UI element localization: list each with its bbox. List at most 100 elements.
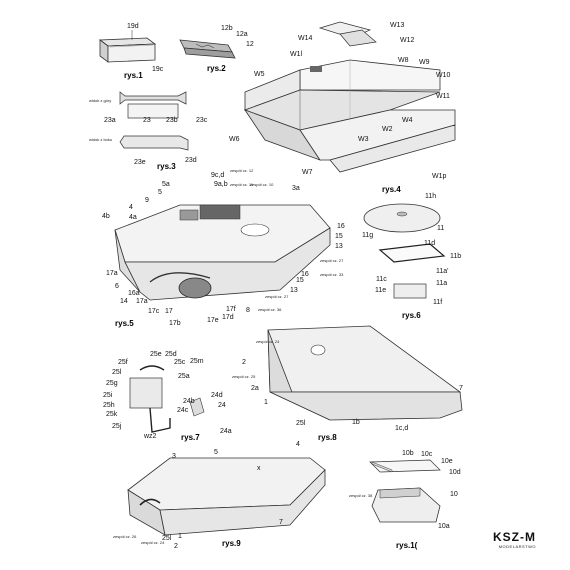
- fig7-label-25h: 25h: [103, 402, 115, 409]
- fig8-label-2: 2: [242, 359, 246, 366]
- fig8-label-2a: 2a: [251, 385, 259, 392]
- fig7-label-25e: 25e: [150, 351, 162, 358]
- fig4-label-1p: W1p: [432, 173, 447, 180]
- fig5-note-12: zespół cz. 12: [230, 168, 254, 173]
- fig2-label-2: 12a: [236, 31, 248, 38]
- fig5-title: rys.5: [115, 319, 134, 328]
- fig6-label-11g: 11g: [362, 232, 373, 239]
- fig7-label-25d: 25d: [165, 351, 177, 358]
- fig9-label-2: 2: [174, 543, 178, 550]
- fig3-label-c: 23c: [196, 117, 208, 124]
- fig5-label-4b: 4b: [102, 213, 110, 220]
- fig5-label-16a: 16a: [128, 290, 140, 297]
- fig-2-cover: 12b 12a 12 rys.2: [179, 25, 254, 73]
- fig5-label-14: 14: [120, 298, 128, 305]
- fig4-label-11: W11: [436, 93, 450, 100]
- fig4-label-2: W2: [382, 126, 393, 133]
- fig4-title: rys.4: [382, 185, 401, 194]
- fig1-label-2: 19c: [152, 66, 164, 73]
- fig4-label-3: W3: [358, 136, 369, 143]
- fig8-note-24: zespół cz. 24: [256, 339, 280, 344]
- fig10-label-10a: 10a: [438, 523, 450, 530]
- brand-subtitle: MODELARSTWO: [498, 544, 536, 549]
- fig7-label-24a: 24a: [220, 428, 232, 435]
- fig3-note-side: widok z boku: [89, 137, 112, 142]
- fig2-label-1: 12b: [221, 25, 233, 32]
- brand-logo-text: KSZ-M: [493, 530, 536, 544]
- fig5-label-9cd: 9c,d: [211, 172, 224, 179]
- fig-4-superstructure: W13 W14 W12 W1l W5 W8 W9 W10 W11 W4 W2 W…: [229, 21, 456, 194]
- fig5-label-17d: 17d: [222, 314, 234, 321]
- fig9-title: rys.9: [222, 539, 241, 548]
- fig5-label-9ab: 9a,b: [214, 181, 228, 188]
- fig5-label-4: 4: [129, 204, 133, 211]
- fig7-label-24d: 24d: [211, 392, 223, 399]
- fig4-label-5: W5: [254, 71, 265, 78]
- fig4-label-6: W6: [229, 136, 240, 143]
- fig3-label-d: 23d: [185, 157, 197, 164]
- fig-1-box: 19d 19c rys.1: [98, 23, 164, 80]
- fig5-label-13: 13: [335, 243, 343, 250]
- fig5-label-4a: 4a: [129, 214, 137, 221]
- fig5-label-17: 17: [165, 308, 173, 315]
- fig3-label-a: 23a: [104, 117, 116, 124]
- fig6-label-11h: 11h: [425, 193, 436, 200]
- fig8-label-25l: 25l: [296, 420, 306, 427]
- fig6-label-11f: 11f: [433, 299, 442, 306]
- fig4-label-9: W9: [419, 59, 430, 66]
- fig9-note-26: zespół cz. 26: [113, 534, 137, 539]
- fig5-note-36: zespół cz. 36: [258, 307, 282, 312]
- fig-3-tube: widok z góry 23a 23 23b 23c widok z boku…: [89, 91, 208, 171]
- fig5-label-15: 15: [335, 233, 343, 240]
- fig6-label-11c: 11c: [376, 276, 387, 283]
- fig5-label-5a: 5a: [162, 181, 170, 188]
- fig5-label-3a: 3a: [292, 185, 300, 192]
- fig5-label-17a: 17a: [106, 270, 118, 277]
- fig3-note-top: widok z góry: [89, 98, 111, 103]
- fig5-label-17a-2: 17a: [136, 298, 148, 305]
- fig1-title: rys.1: [124, 71, 143, 80]
- brand-logo: KSZ-M MODELARSTWO: [460, 530, 536, 550]
- fig6-title: rys.6: [402, 311, 421, 320]
- fig-8-lower-hull: 2 2a 1 25l 1b 1c,d 7 zespół cz. 24 zespó…: [232, 325, 463, 442]
- fig5-note-27b: zespół cz. 27: [265, 294, 289, 299]
- fig10-title: rys.1(: [396, 541, 418, 550]
- fig-7-parts: 25e 25d 25f 25c 25m 25l 25a 25g 25i 25h …: [103, 351, 232, 442]
- fig3-label-b: 23b: [166, 117, 178, 124]
- fig10-label-10: 10: [450, 491, 458, 498]
- fig3-label-e: 23e: [134, 159, 146, 166]
- fig-5-hull: 9c,d 9a,b 5a 5 9 3a 4b 4 4a 16 15 13 17a…: [102, 168, 345, 328]
- fig5-label-16: 16: [337, 223, 345, 230]
- fig-10-box: 10b 10c 10e 10d 10 10a zespół cz. 38 rys…: [349, 450, 461, 550]
- fig7-label-24: 24: [218, 402, 226, 409]
- fig8-label-1: 1: [264, 399, 268, 406]
- fig9-note-24: zespół cz. 24: [141, 540, 165, 545]
- fig4-label-10: W10: [436, 72, 451, 79]
- fig-9-hull-underside: 3 5 x 4 7 2 25l 1 zespół cz. 26 zespół c…: [113, 441, 326, 550]
- fig7-title: rys.7: [181, 433, 200, 442]
- fig5-label-17f: 17f: [226, 306, 236, 313]
- fig4-label-12: W12: [400, 37, 415, 44]
- fig10-label-10d: 10d: [449, 469, 461, 476]
- fig9-label-1: 1: [178, 533, 182, 540]
- fig5-label-9: 9: [145, 197, 149, 204]
- fig7-label-25k: 25k: [106, 411, 118, 418]
- fig8-title: rys.8: [318, 433, 337, 442]
- fig10-label-10e: 10e: [441, 458, 453, 465]
- fig10-label-10b: 10b: [402, 450, 414, 457]
- fig9-label-25l: 25l: [162, 535, 172, 542]
- fig7-label-25g: 25g: [106, 380, 118, 387]
- fig7-label-25c: 25c: [174, 359, 186, 366]
- fig7-label-24c: 24c: [177, 407, 189, 414]
- fig5-label-13b: 13: [290, 287, 298, 294]
- fig6-label-11d: 11d: [424, 240, 435, 247]
- fig-6-hatch: 11h 11 11g 11d 11b 11c 11a' 11a 11e 11f …: [362, 193, 461, 320]
- fig5-label-6: 6: [115, 283, 119, 290]
- fig5-note-10: zespół cz. 10: [250, 182, 274, 187]
- fig5-label-15b: 15: [296, 277, 304, 284]
- fig9-label-5: 5: [214, 449, 218, 456]
- fig9-label-3: 3: [172, 453, 176, 460]
- fig3-label-main: 23: [143, 117, 151, 124]
- fig4-label-4: W4: [402, 117, 413, 124]
- fig8-note-25: zespół cz. 25: [232, 374, 256, 379]
